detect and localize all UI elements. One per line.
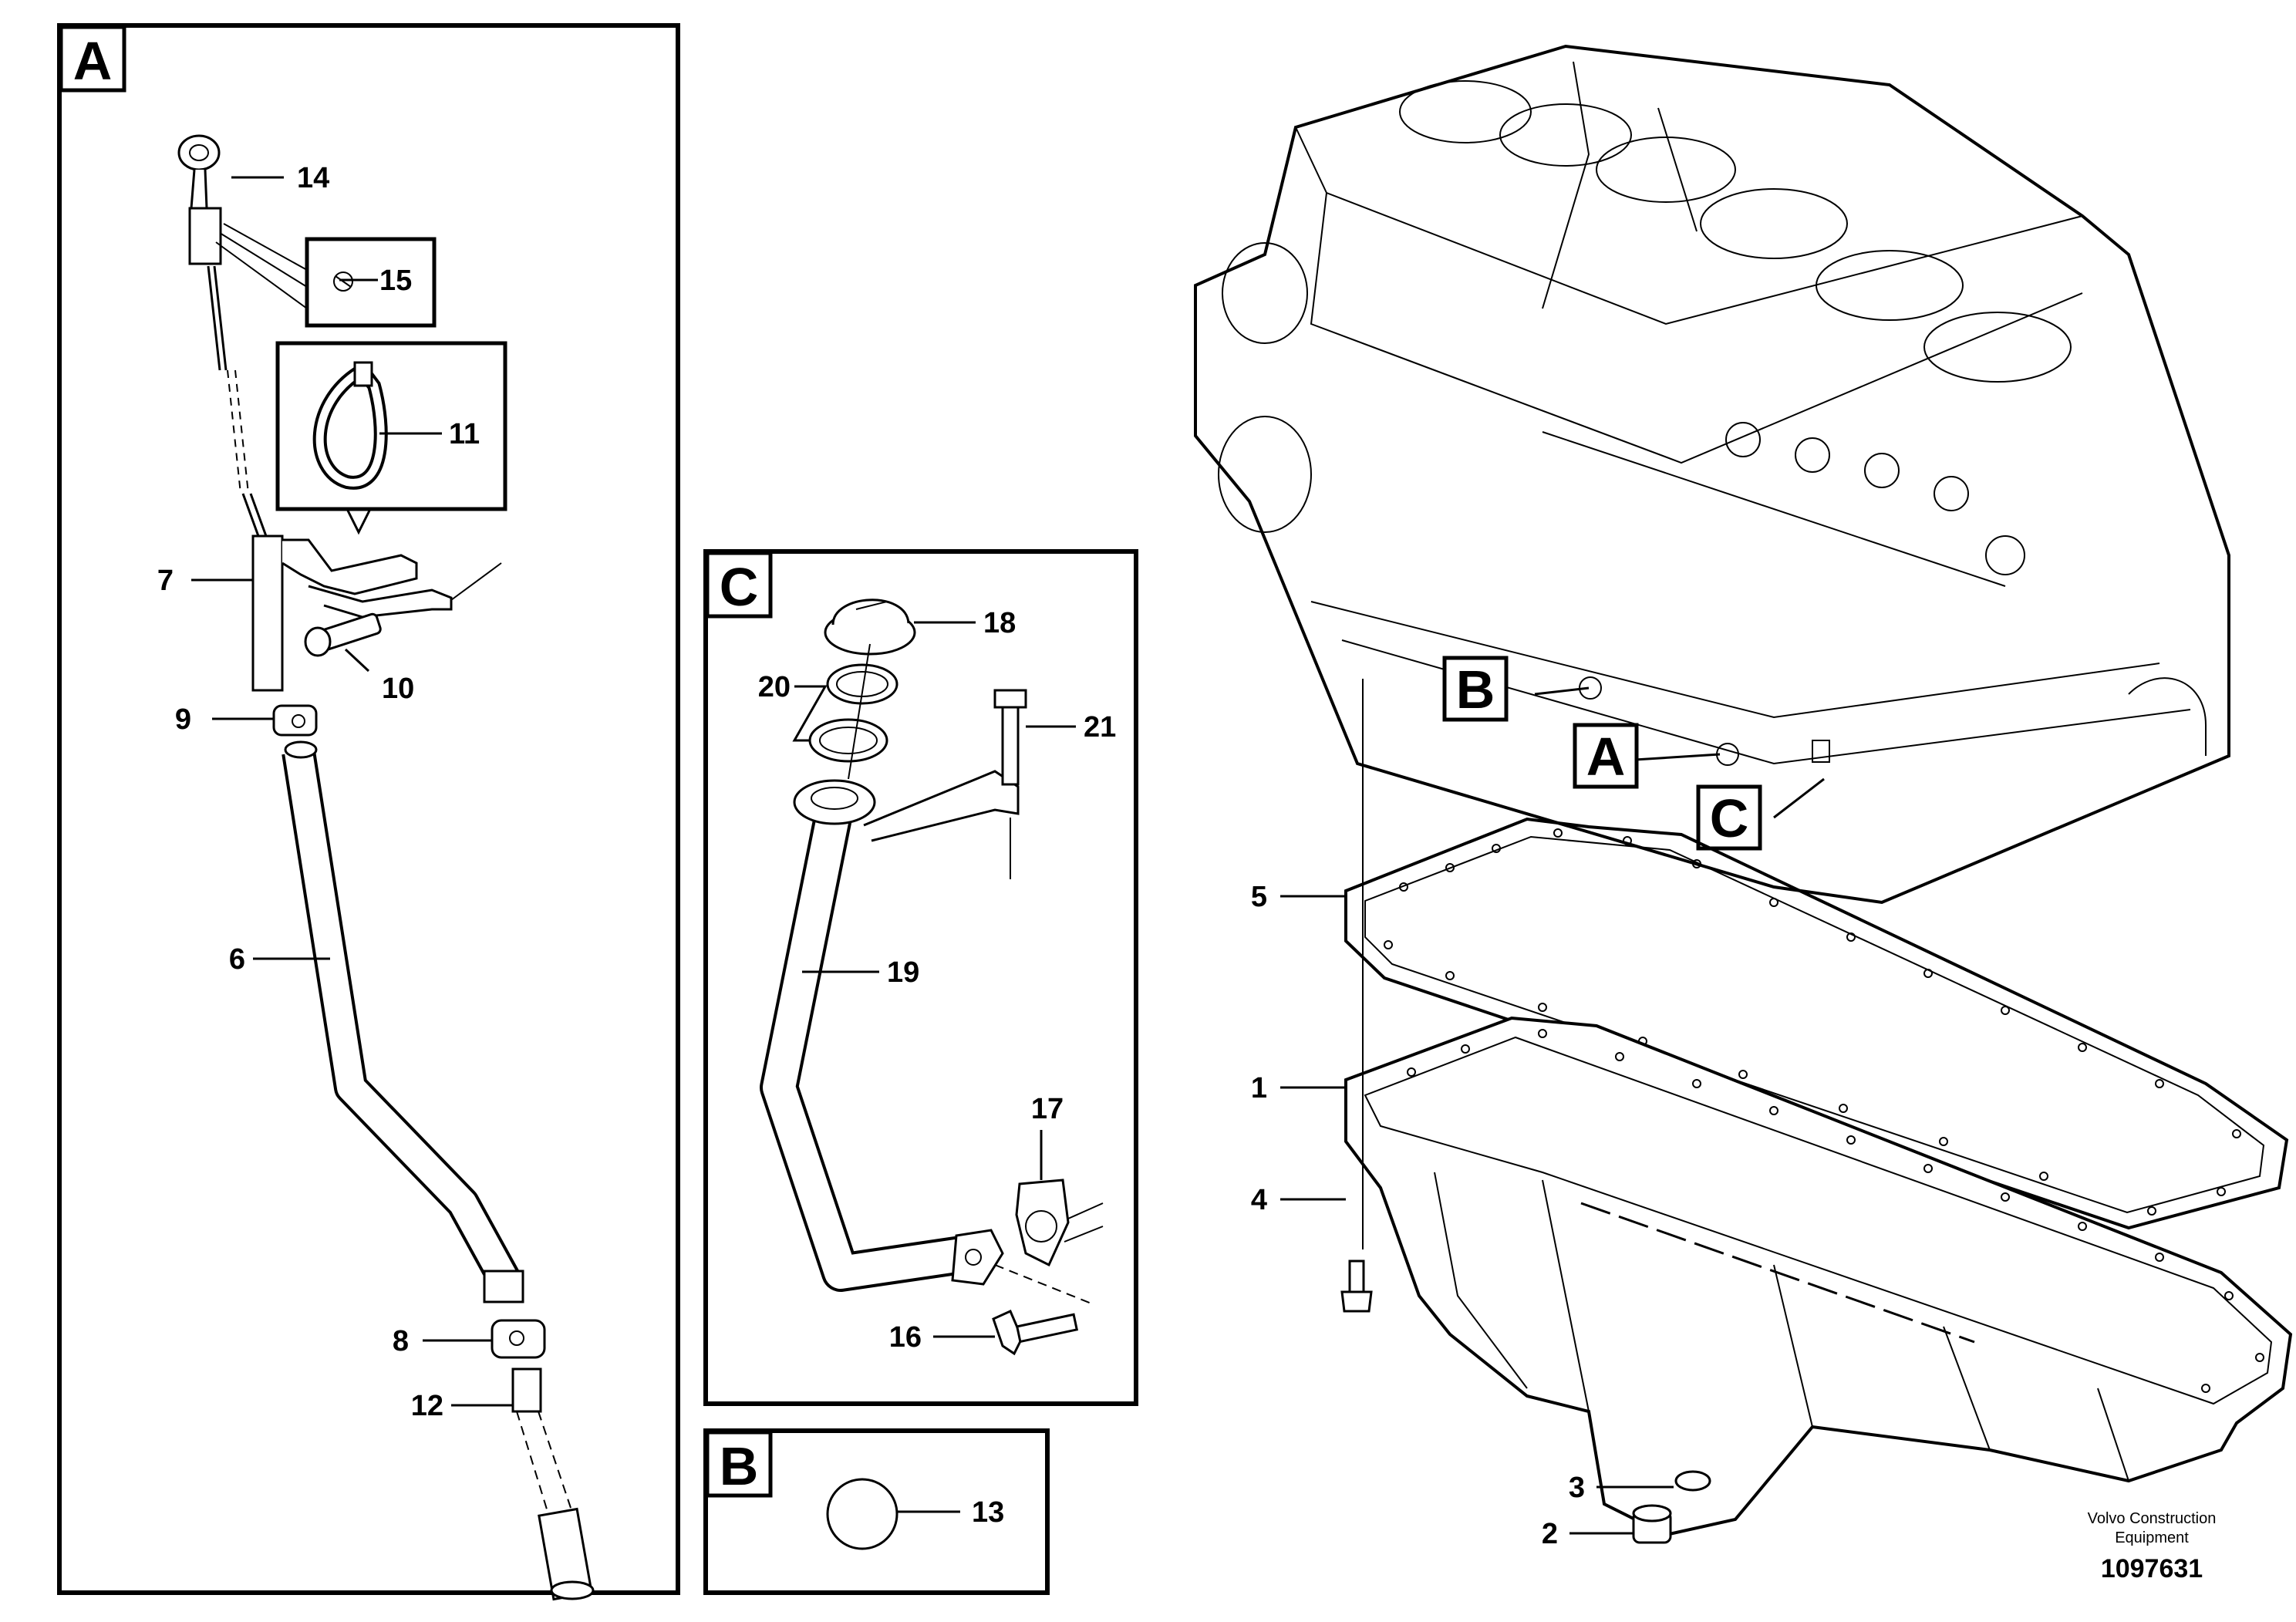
callout-3: 3 bbox=[1569, 1472, 1585, 1504]
engine-marker-a: A bbox=[1586, 727, 1626, 787]
oil-filler-pipe bbox=[760, 770, 1020, 1292]
oil-pan bbox=[1340, 679, 2293, 1544]
panel-b-label: B bbox=[720, 1436, 759, 1496]
engine-marker-c: C bbox=[1710, 788, 1749, 848]
callout-21: 21 bbox=[1084, 711, 1116, 744]
callout-19: 19 bbox=[887, 956, 919, 989]
dipstick-part bbox=[177, 134, 268, 537]
inset-cable-tie bbox=[275, 341, 507, 535]
panel-a-label: A bbox=[73, 31, 113, 91]
callout-18: 18 bbox=[983, 607, 1016, 639]
tube-clamp-lower bbox=[491, 1319, 546, 1359]
bolt-21 bbox=[993, 689, 1027, 879]
callout-7: 7 bbox=[157, 565, 174, 597]
callout-16: 16 bbox=[889, 1321, 922, 1354]
oil-pan-gasket bbox=[1344, 817, 2289, 1230]
tube-clamp-upper bbox=[272, 704, 318, 737]
callout-6: 6 bbox=[229, 943, 245, 976]
credit-line-2: Equipment bbox=[2115, 1529, 2189, 1546]
callout-13: 13 bbox=[972, 1496, 1004, 1529]
sealing-washer bbox=[1674, 1470, 1711, 1492]
gasket-17 bbox=[994, 1179, 1104, 1304]
callout-5: 5 bbox=[1251, 881, 1267, 913]
dipstick-tube bbox=[282, 740, 524, 1303]
callout-11: 11 bbox=[449, 418, 480, 450]
panel-c-label: C bbox=[720, 557, 759, 617]
oil-pan-bolt bbox=[1340, 1259, 1373, 1313]
callout-14: 14 bbox=[297, 162, 329, 194]
credit-line-1: Volvo Construction bbox=[2088, 1510, 2217, 1527]
callout-4: 4 bbox=[1251, 1184, 1267, 1216]
dipstick-bracket bbox=[251, 534, 502, 692]
engine-block: B A C bbox=[1194, 44, 2230, 905]
callout-8: 8 bbox=[393, 1325, 409, 1357]
inset-o-ring bbox=[215, 223, 437, 328]
plug-13 bbox=[826, 1478, 899, 1550]
filler-cap bbox=[824, 599, 916, 656]
callout-2: 2 bbox=[1542, 1518, 1558, 1550]
panel-b: B 13 bbox=[703, 1428, 1050, 1595]
callout-12: 12 bbox=[411, 1390, 443, 1422]
lower-tube bbox=[511, 1367, 595, 1601]
callout-9: 9 bbox=[175, 703, 191, 736]
callout-10: 10 bbox=[382, 673, 414, 705]
drawing-number: 1097631 bbox=[2101, 1554, 2203, 1583]
panel-a: A bbox=[57, 23, 680, 1601]
callout-1: 1 bbox=[1251, 1072, 1267, 1104]
callout-15: 15 bbox=[379, 265, 412, 297]
bolt-16 bbox=[992, 1310, 1079, 1356]
engine-marker-b: B bbox=[1456, 659, 1495, 720]
credit-block: Volvo Construction Equipment 1097631 bbox=[2088, 1510, 2217, 1583]
callout-17: 17 bbox=[1031, 1093, 1064, 1125]
drain-plug bbox=[1632, 1504, 1672, 1544]
callout-20: 20 bbox=[758, 671, 791, 703]
panel-c: C bbox=[703, 549, 1138, 1406]
